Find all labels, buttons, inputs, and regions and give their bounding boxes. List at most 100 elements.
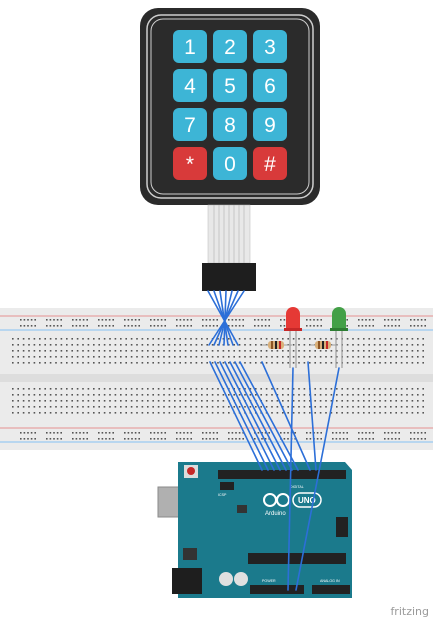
breadboard-hole — [238, 325, 241, 327]
breadboard-hole — [184, 356, 187, 358]
breadboard-hole — [134, 325, 137, 327]
breadboard-hole — [39, 412, 41, 414]
breadboard-hole — [109, 362, 111, 364]
breadboard-hole — [60, 432, 62, 434]
breadboard-hole — [201, 394, 203, 396]
breadboard-hole — [330, 394, 333, 396]
breadboard-hole — [202, 432, 204, 434]
breadboard-hole — [136, 388, 138, 390]
breadboard-hole — [424, 438, 426, 440]
breadboard-hole — [12, 338, 14, 340]
breadboard-hole — [163, 394, 165, 396]
breadboard-hole — [55, 394, 57, 396]
breadboard-hole — [168, 362, 171, 364]
breadboard-hole — [93, 406, 95, 408]
breadboard-hole — [28, 412, 30, 414]
breadboard-hole — [249, 394, 252, 396]
breadboard-hole — [108, 319, 111, 321]
breadboard-hole — [233, 350, 235, 352]
breadboard-hole — [134, 438, 137, 440]
breadboard-hole — [417, 344, 419, 346]
breadboard-hole — [395, 338, 397, 340]
breadboard-hole — [309, 412, 311, 414]
breadboard-hole — [319, 356, 322, 358]
breadboard-hole — [319, 338, 322, 340]
breadboard-hole — [72, 325, 74, 327]
breadboard-hole — [282, 412, 284, 414]
breadboard-hole — [138, 432, 140, 434]
breadboard-hole — [152, 362, 154, 364]
breadboard-hole — [276, 412, 279, 414]
breadboard-hole — [22, 400, 25, 402]
breadboard-hole — [417, 388, 419, 390]
breadboard-hole — [138, 438, 140, 440]
breadboard-hole — [206, 356, 208, 358]
breadboard-hole — [120, 412, 122, 414]
breadboard-hole — [190, 406, 192, 408]
breadboard-hole — [120, 406, 122, 408]
breadboard-hole — [260, 406, 262, 408]
breadboard-hole — [391, 432, 393, 434]
breadboard-hole — [114, 350, 117, 352]
breadboard-hole — [320, 319, 322, 321]
breadboard-hole — [346, 432, 348, 434]
breadboard-hole — [255, 362, 257, 364]
breadboard-hole — [141, 394, 144, 396]
breadboard-hole — [124, 432, 126, 434]
breadboard-hole — [86, 325, 88, 327]
breadboard-hole — [391, 438, 393, 440]
breadboard-hole — [66, 338, 68, 340]
breadboard-hole — [363, 406, 365, 408]
breadboard-hole — [22, 338, 25, 340]
keypad-key-label: 5 — [224, 75, 236, 98]
breadboard-hole — [87, 356, 90, 358]
breadboard-hole — [179, 412, 181, 414]
breadboard-hole — [136, 356, 138, 358]
breadboard-hole — [98, 406, 100, 408]
keypad-key-5: 5 — [213, 69, 247, 102]
breadboard-hole — [260, 350, 262, 352]
breadboard-hole — [228, 319, 230, 321]
breadboard-hole — [44, 362, 46, 364]
breadboard-hole — [147, 394, 149, 396]
breadboard-hole — [22, 356, 25, 358]
breadboard-hole — [242, 325, 244, 327]
breadboard-hole — [271, 362, 273, 364]
breadboard-hole — [39, 388, 41, 390]
breadboard-hole — [190, 362, 192, 364]
breadboard-hole — [249, 344, 252, 346]
breadboard-hole — [303, 350, 306, 352]
breadboard-hole — [244, 338, 246, 340]
breadboard-hole — [363, 344, 365, 346]
breadboard-hole — [12, 362, 14, 364]
breadboard-hole — [313, 325, 315, 327]
breadboard-hole — [292, 412, 295, 414]
breadboard-hole — [406, 338, 408, 340]
breadboard-hole — [228, 412, 230, 414]
breadboard-hole — [319, 350, 322, 352]
breadboard-hole — [384, 338, 387, 340]
breadboard-hole — [55, 356, 57, 358]
wire — [307, 361, 317, 471]
breadboard-hole — [55, 350, 57, 352]
breadboard-hole — [76, 338, 79, 340]
breadboard-hole — [400, 412, 403, 414]
breadboard-hole — [195, 350, 198, 352]
breadboard-hole — [127, 319, 130, 321]
breadboard-hole — [190, 319, 192, 321]
breadboard-hole — [228, 438, 230, 440]
breadboard-hole — [201, 350, 203, 352]
breadboard-hole — [60, 319, 62, 321]
breadboard-hole — [34, 319, 36, 321]
breadboard-hole — [271, 400, 273, 402]
breadboard-hole — [56, 325, 59, 327]
breadboard-hole — [363, 394, 365, 396]
breadboard-hole — [420, 438, 423, 440]
breadboard-hole — [33, 356, 36, 358]
breadboard-hole — [211, 344, 214, 346]
breadboard-hole — [346, 412, 349, 414]
breadboard-hole — [368, 356, 370, 358]
breadboard-hole — [325, 394, 327, 396]
breadboard-hole — [93, 394, 95, 396]
breadboard-hole — [282, 356, 284, 358]
